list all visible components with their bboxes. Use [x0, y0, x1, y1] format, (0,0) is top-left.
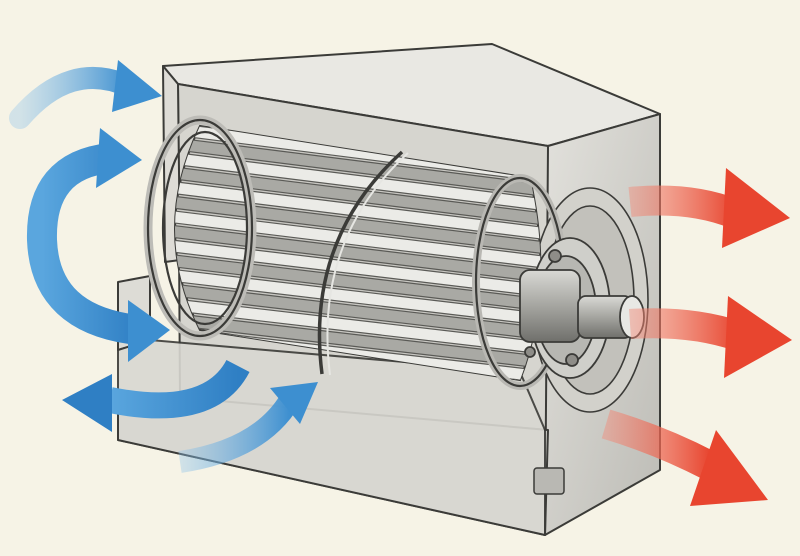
exhaust-arrow-bottom	[601, 409, 768, 506]
hub-bolt-top	[548, 249, 562, 263]
intake-arrow-left	[62, 359, 250, 432]
exhaust-arrows	[601, 168, 792, 506]
intake-arrow-top	[9, 60, 162, 129]
impeller-blade	[175, 133, 541, 200]
shaft-hub	[519, 237, 645, 379]
shaft-collar	[519, 269, 581, 343]
impeller-left-ring	[143, 115, 257, 341]
hub-bolt-left	[524, 346, 536, 358]
impeller-center-band	[317, 150, 404, 375]
impeller-blade	[175, 295, 541, 357]
exhaust-arrow-middle	[629, 296, 792, 378]
impeller-blade	[175, 309, 541, 372]
impeller-blade	[175, 265, 541, 329]
impeller-blade	[175, 163, 541, 228]
intake-arrow-bottom	[178, 382, 318, 473]
impeller-blade	[175, 280, 541, 343]
impeller-blade	[175, 148, 541, 214]
mount-bracket	[533, 467, 565, 495]
exhaust-arrow-top	[628, 168, 790, 248]
intake-arrows	[9, 60, 318, 473]
hub-bolt-bottom	[565, 353, 579, 367]
intake-arrow-loop	[26, 128, 170, 362]
